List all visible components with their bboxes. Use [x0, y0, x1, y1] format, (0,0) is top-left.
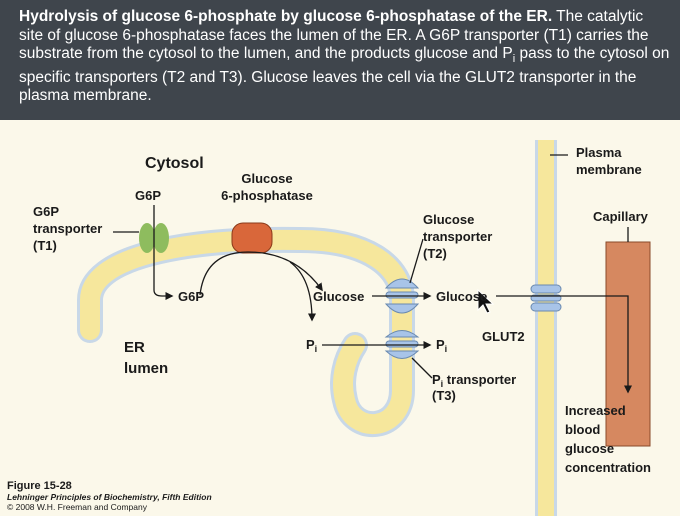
er-membrane — [77, 226, 415, 437]
header-title: Hydrolysis of glucose 6-phosphate by glu… — [19, 8, 553, 25]
glut2-label: GLUT2 — [482, 329, 525, 344]
copyright: © 2008 W.H. Freeman and Company — [7, 502, 147, 512]
pi-lumen-label: Pi — [306, 337, 317, 354]
caption-header: Hydrolysis of glucose 6-phosphate by glu… — [0, 0, 680, 120]
g6p-entry-arrow — [153, 205, 174, 300]
pi-branch-arrow — [289, 261, 316, 322]
g6p-lumen-label: G6P — [178, 289, 204, 304]
book-title: Lehninger Principles of Biochemistry, Fi… — [7, 492, 212, 502]
header-body-sub: i — [512, 53, 516, 66]
cytosol-label: Cytosol — [145, 155, 204, 172]
t2-transporter — [384, 278, 420, 314]
result-label-line4: concentration — [565, 460, 651, 475]
result-label-line1: Increased — [565, 403, 626, 418]
mouse-cursor-icon — [477, 288, 495, 314]
t1-transporter — [139, 223, 169, 253]
plasma-membrane — [535, 140, 557, 516]
plasma-label-line2: membrane — [576, 162, 642, 177]
diagram-panel — [0, 120, 680, 516]
t3-leader — [411, 357, 433, 379]
pi-cytosol-label: Pi — [436, 337, 447, 354]
t2-leader — [409, 238, 424, 284]
arrows — [113, 154, 632, 394]
header-body-2: pass to the cytosol on specific transpor… — [19, 45, 670, 105]
t1-label-line3: (T1) — [33, 238, 57, 253]
header-body-1: The catalytic site of glucose 6-phosphat… — [19, 8, 649, 62]
glucose-cytosol-label: Glucose — [436, 289, 487, 304]
t3-label-line2: (T3) — [432, 388, 456, 403]
glut2-to-capillary-arrow — [496, 295, 632, 394]
plasma-label-line1: Plasma — [576, 145, 622, 160]
diagram: Cytosol G6P G6P transporter (T1) Glucose… — [33, 140, 651, 516]
t2-label-line2: transporter — [423, 229, 492, 244]
g6p-top-label: G6P — [135, 188, 161, 203]
result-label-line3: glucose — [565, 441, 614, 456]
er-lumen-label-line1: ER — [124, 339, 145, 356]
t3-label-line1: Pi transporter — [432, 372, 516, 389]
result-label-line2: blood — [565, 422, 600, 437]
enzyme-reaction-arc — [199, 251, 323, 296]
er-lumen-label-line2: lumen — [124, 360, 168, 377]
enzyme-label-line1: Glucose — [241, 171, 292, 186]
figure-number: Figure 15-28 — [7, 480, 72, 492]
glucose-6-phosphatase — [231, 222, 273, 254]
t2-label-line3: (T2) — [423, 246, 447, 261]
glucose-lumen-label: Glucose — [313, 289, 364, 304]
t1-label-line1: G6P — [33, 204, 59, 219]
t1-label-line2: transporter — [33, 221, 102, 236]
figure-caption: Figure 15-28 Lehninger Principles of Bio… — [7, 480, 212, 512]
capillary-label: Capillary — [593, 209, 649, 224]
t2-label-line1: Glucose — [423, 212, 474, 227]
glut2-transporter — [530, 284, 562, 312]
enzyme-label-line2: 6-phosphatase — [221, 188, 313, 203]
